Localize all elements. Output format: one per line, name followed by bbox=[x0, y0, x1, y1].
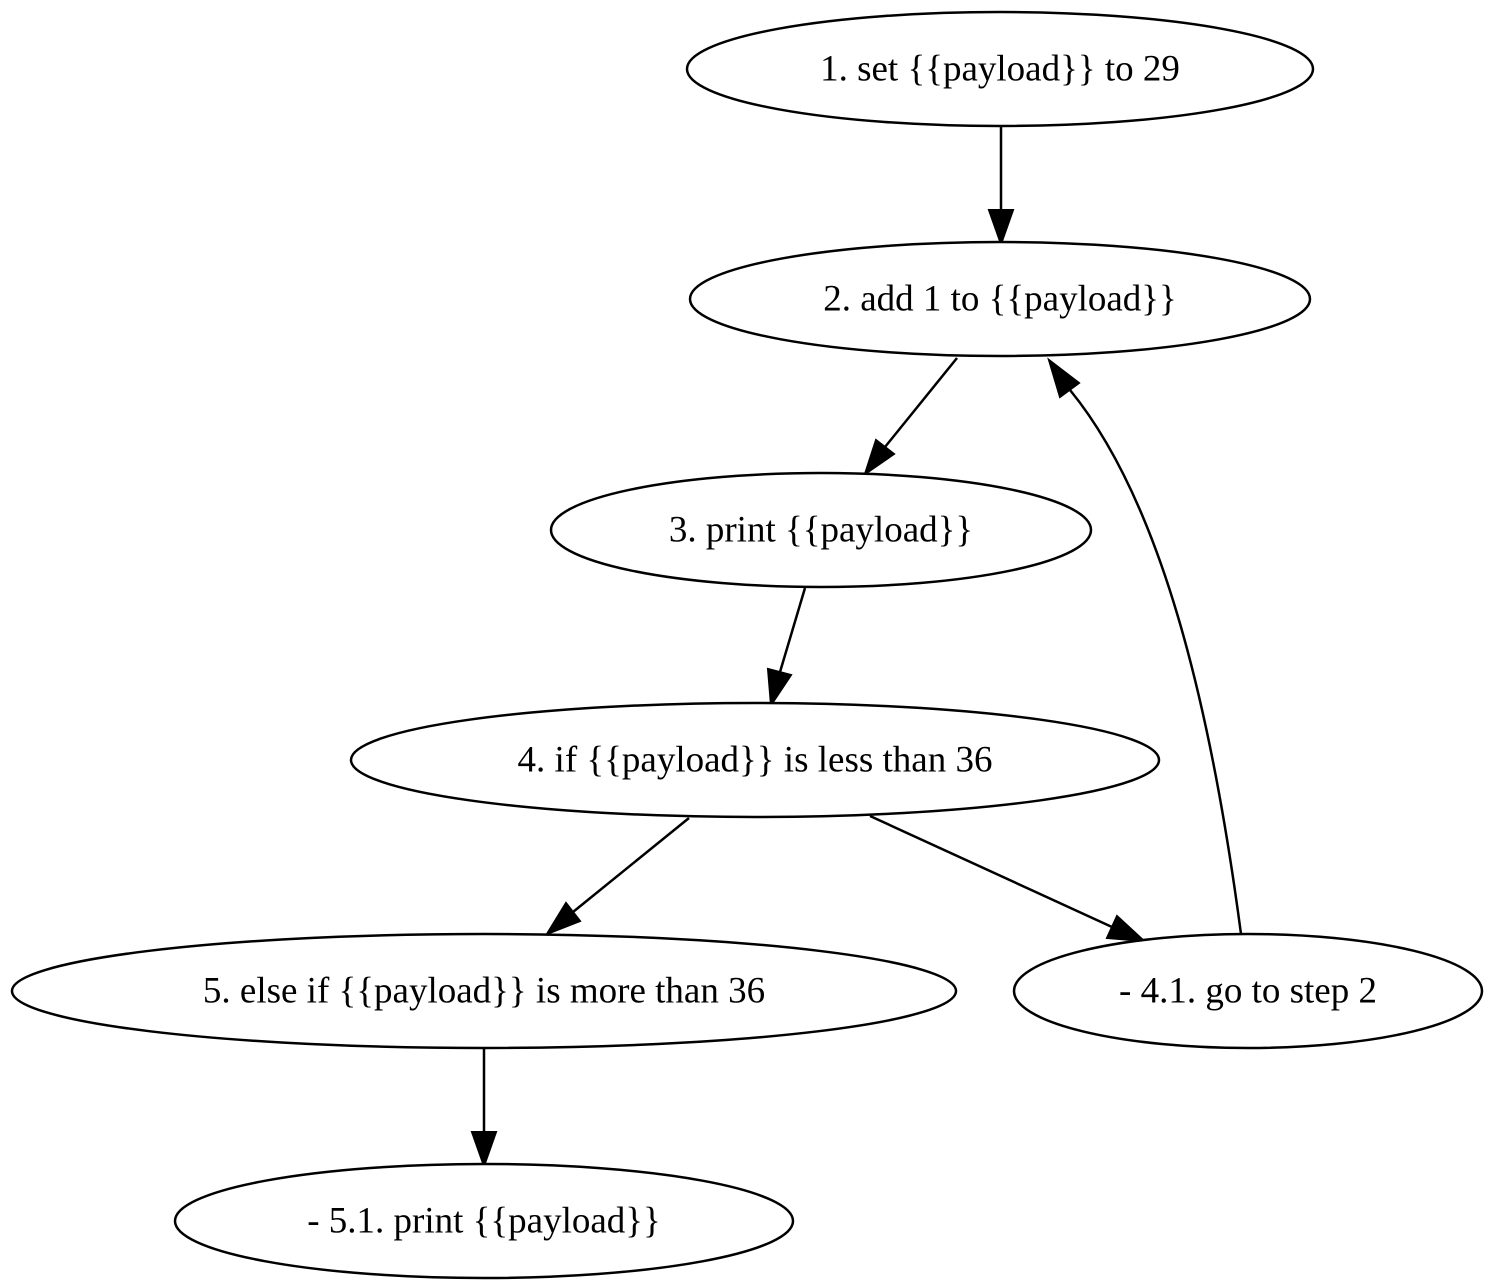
node-step-5-label: 5. else if {{payload}} is more than 36 bbox=[203, 971, 765, 1012]
node-step-4-1-label: - 4.1. go to step 2 bbox=[1119, 971, 1377, 1012]
node-step-1[interactable]: 1. set {{payload}} to 29 bbox=[685, 10, 1315, 128]
node-step-2[interactable]: 2. add 1 to {{payload}} bbox=[688, 240, 1312, 358]
edge-n1-n2 bbox=[987, 127, 1015, 248]
node-step-5-1-label: - 5.1. print {{payload}} bbox=[307, 1201, 661, 1242]
edge-n4-n5 bbox=[544, 817, 690, 937]
edge-n3-n4 bbox=[766, 587, 807, 708]
node-step-3[interactable]: 3. print {{payload}} bbox=[549, 471, 1093, 589]
node-step-3-label: 3. print {{payload}} bbox=[669, 510, 973, 551]
node-step-4-label: 4. if {{payload}} is less than 36 bbox=[518, 740, 993, 781]
edge-n2-n3 bbox=[863, 357, 958, 477]
node-step-5-1[interactable]: - 5.1. print {{payload}} bbox=[173, 1162, 795, 1280]
edge-n41-n2 bbox=[1047, 357, 1243, 935]
node-step-4-1[interactable]: - 4.1. go to step 2 bbox=[1012, 932, 1484, 1050]
edge-n4-n41 bbox=[869, 814, 1147, 943]
edges bbox=[470, 127, 1243, 1170]
nodes: 1. set {{payload}} to 29 2. add 1 to {{p… bbox=[10, 10, 1484, 1280]
node-step-4[interactable]: 4. if {{payload}} is less than 36 bbox=[349, 701, 1161, 819]
node-step-2-label: 2. add 1 to {{payload}} bbox=[823, 279, 1177, 320]
node-step-5[interactable]: 5. else if {{payload}} is more than 36 bbox=[10, 932, 958, 1050]
node-step-1-label: 1. set {{payload}} to 29 bbox=[820, 49, 1180, 90]
edge-n5-n51 bbox=[470, 1048, 498, 1170]
